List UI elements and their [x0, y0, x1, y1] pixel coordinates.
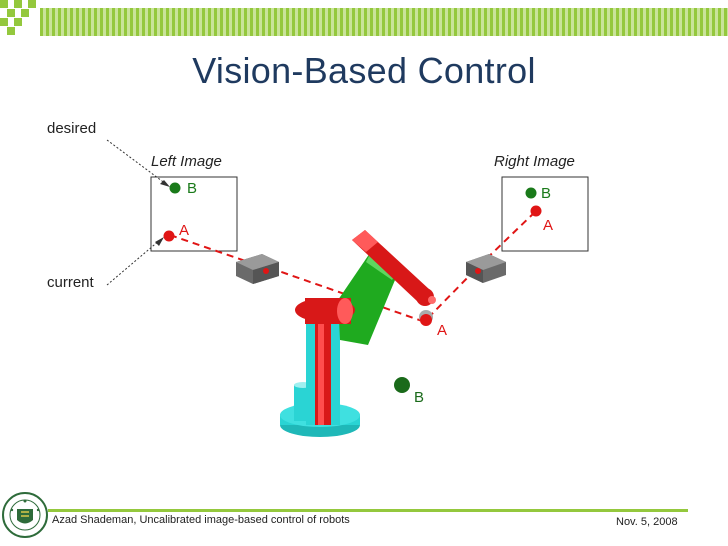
footer-author-line: Azad Shademan, Uncalibrated image-based … — [52, 514, 350, 526]
left-image-label: Left Image — [151, 153, 222, 170]
current-label: current — [47, 274, 94, 291]
left-point-b-label: B — [187, 180, 198, 197]
top-stripe-band — [40, 8, 728, 36]
scene-current-point — [420, 314, 432, 326]
corner-decoration — [0, 0, 36, 35]
right-image-label: Right Image — [494, 153, 575, 170]
right-current-point — [530, 205, 542, 217]
left-projection-line-a — [169, 234, 261, 267]
left-projection-line-b — [269, 267, 426, 323]
robot-arm — [280, 230, 436, 437]
scene-desired-point — [394, 377, 410, 393]
left-desired-point — [169, 182, 181, 194]
slide-title: Vision-Based Control — [192, 50, 536, 91]
left-current-point — [163, 230, 175, 242]
desired-label: desired — [47, 120, 97, 137]
right-image-frame — [501, 176, 589, 252]
right-point-a-label: A — [543, 217, 554, 234]
footer-date: Nov. 5, 2008 — [616, 516, 678, 528]
right-desired-point — [525, 187, 537, 199]
left-image-frame — [150, 176, 238, 252]
scene-point-b-label: B — [414, 389, 425, 406]
right-point-b-label: B — [541, 185, 552, 202]
right-projection-line-b — [427, 269, 476, 319]
footer-divider — [48, 509, 688, 512]
right-camera-icon — [466, 254, 506, 283]
university-seal-icon — [2, 492, 48, 538]
desired-pointer — [106, 139, 167, 185]
left-point-a-label: A — [179, 222, 190, 239]
left-camera-icon — [236, 254, 279, 284]
scene-point-a-label: A — [437, 322, 448, 339]
current-pointer — [106, 239, 161, 286]
